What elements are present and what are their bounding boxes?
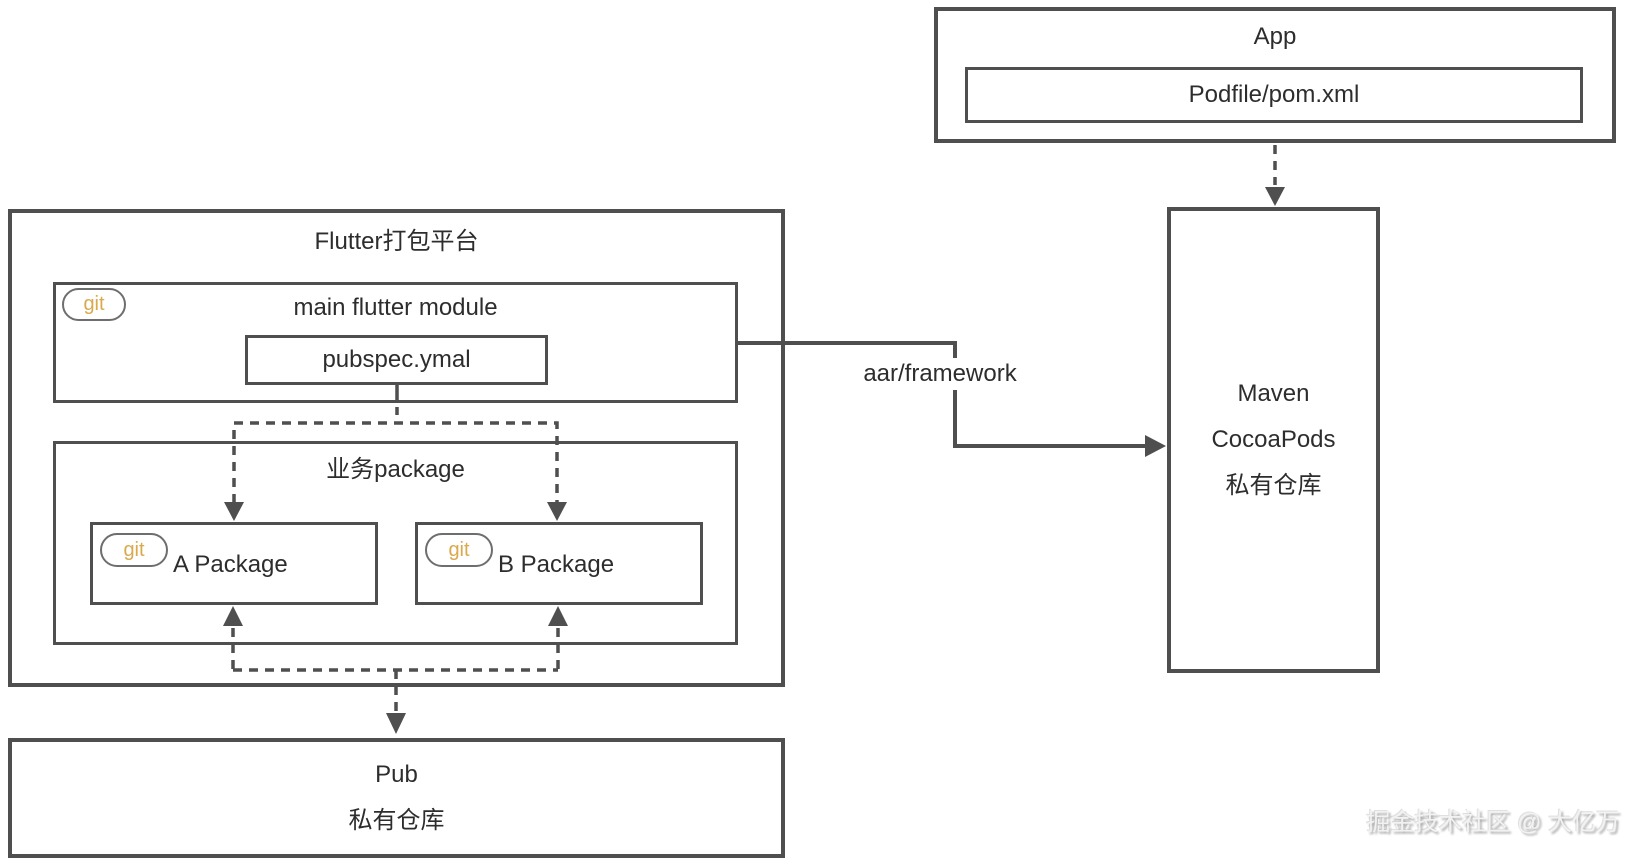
pubspec-box: pubspec.ymal (245, 335, 548, 385)
private-repo-line: 私有仓库 (348, 807, 445, 834)
a-package-box: git A Package (90, 522, 378, 605)
pub-repo-box: Pub 私有仓库 (8, 738, 785, 858)
pub-line: Pub (375, 761, 418, 788)
business-package-title: 业务package (326, 456, 465, 483)
b-package-box: git B Package (415, 522, 703, 605)
cocoapods-line: CocoaPods (1211, 426, 1336, 453)
watermark: 掘金技术社区 @ 大亿万 (1366, 809, 1620, 836)
aar-framework-label: aar/framework (858, 358, 1022, 390)
git-badge-icon: git (62, 288, 126, 321)
podfile-label: Podfile/pom.xml (1188, 81, 1360, 108)
git-badge-icon: git (425, 533, 493, 567)
arrowhead-down-icon (1265, 187, 1285, 206)
b-package-label: B Package (498, 551, 615, 578)
arrowhead-right-icon (1145, 435, 1166, 457)
private-repo-line: 私有仓库 (1225, 472, 1322, 499)
app-box-title: App (1253, 23, 1297, 50)
maven-line: Maven (1237, 380, 1310, 407)
a-package-label: A Package (173, 551, 288, 578)
pubspec-label: pubspec.ymal (322, 346, 471, 373)
git-badge-icon: git (100, 533, 168, 567)
main-flutter-module-title: main flutter module (293, 294, 498, 321)
maven-cocoapods-box: Maven CocoaPods 私有仓库 (1167, 207, 1380, 673)
app-to-maven-arrow-icon (1265, 145, 1285, 206)
arrowhead-down-icon (386, 713, 406, 734)
podfile-box: Podfile/pom.xml (965, 67, 1583, 123)
flutter-platform-title: Flutter打包平台 (314, 228, 479, 255)
